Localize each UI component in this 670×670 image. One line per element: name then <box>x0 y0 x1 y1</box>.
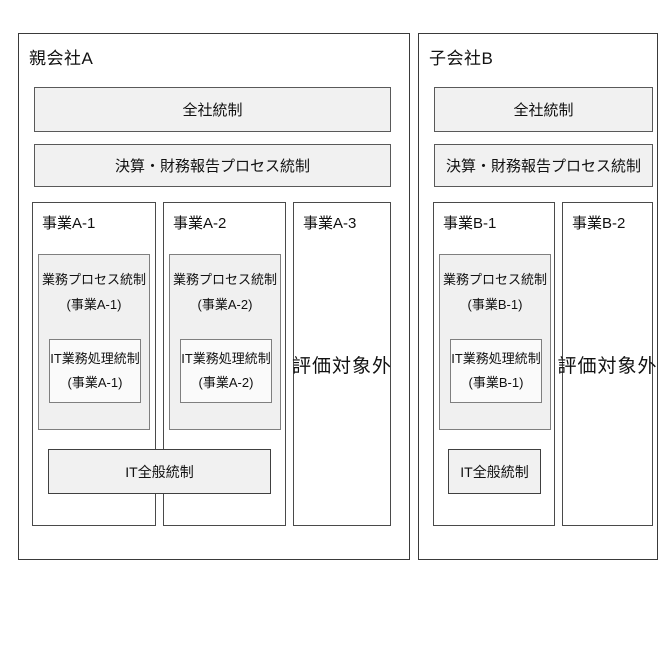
it-application-control-b1-line2: (事業B-1) <box>468 375 524 390</box>
business-unit-b1-label: 事業B-1 <box>443 215 497 232</box>
process-control-a1-line1: 業務プロセス統制 <box>41 272 146 287</box>
subsidiary-company-title: 子会社B <box>429 49 494 68</box>
parent-company-title: 親会社A <box>29 49 94 68</box>
parent-company-panel: 親会社A 全社統制 決算・財務報告プロセス統制 事業A-1 業務プロセス統制 (… <box>18 33 410 560</box>
business-unit-a2-label: 事業A-2 <box>173 215 227 232</box>
process-control-a2-line2: (事業A-2) <box>197 297 253 312</box>
subsidiary-company-panel: 子会社B 全社統制 決算・財務報告プロセス統制 事業B-1 業務プロセス統制 (… <box>418 33 658 560</box>
company-wide-control-box-right: 全社統制 <box>434 87 653 132</box>
business-unit-b2-box: 事業B-2 評価対象外 <box>557 202 658 526</box>
it-application-control-a1-line2: (事業A-1) <box>67 375 123 390</box>
process-control-box-a2: 業務プロセス統制 (事業A-2) IT業務処理統制 (事業A-2) <box>169 254 281 430</box>
process-control-b1-line1: 業務プロセス統制 <box>442 272 547 287</box>
financial-reporting-control-box-right: 決算・財務報告プロセス統制 <box>434 144 653 187</box>
it-general-control-box-right: IT全般統制 <box>448 449 541 494</box>
process-control-box-b1: 業務プロセス統制 (事業B-1) IT業務処理統制 (事業B-1) <box>439 254 551 430</box>
business-unit-a3-label: 事業A-3 <box>303 215 357 232</box>
it-application-control-b1-line1: IT業務処理統制 <box>451 351 541 366</box>
process-control-a1-line2: (事業A-1) <box>66 297 122 312</box>
business-unit-b2-label: 事業B-2 <box>572 215 626 232</box>
business-unit-a3-box: 事業A-3 評価対象外 <box>292 202 393 526</box>
out-of-scope-label-a3: 評価対象外 <box>292 355 393 377</box>
it-application-control-box-b1: IT業務処理統制 (事業B-1) <box>450 339 542 403</box>
it-application-control-a2-line1: IT業務処理統制 <box>181 351 271 366</box>
process-control-box-a1: 業務プロセス統制 (事業A-1) IT業務処理統制 (事業A-1) <box>38 254 150 430</box>
it-application-control-box-a2: IT業務処理統制 (事業A-2) <box>180 339 272 403</box>
process-control-a2-line1: 業務プロセス統制 <box>172 272 277 287</box>
it-application-control-a2-line2: (事業A-2) <box>198 375 254 390</box>
it-general-control-box-left: IT全般統制 <box>48 449 271 494</box>
it-application-control-box-a1: IT業務処理統制 (事業A-1) <box>49 339 141 403</box>
it-application-control-a1-line1: IT業務処理統制 <box>50 351 140 366</box>
financial-reporting-control-box-left: 決算・財務報告プロセス統制 <box>34 144 391 187</box>
business-unit-a1-label: 事業A-1 <box>42 215 96 232</box>
out-of-scope-label-b2: 評価対象外 <box>557 355 658 377</box>
process-control-b1-line2: (事業B-1) <box>467 297 523 312</box>
company-wide-control-box-left: 全社統制 <box>34 87 391 132</box>
